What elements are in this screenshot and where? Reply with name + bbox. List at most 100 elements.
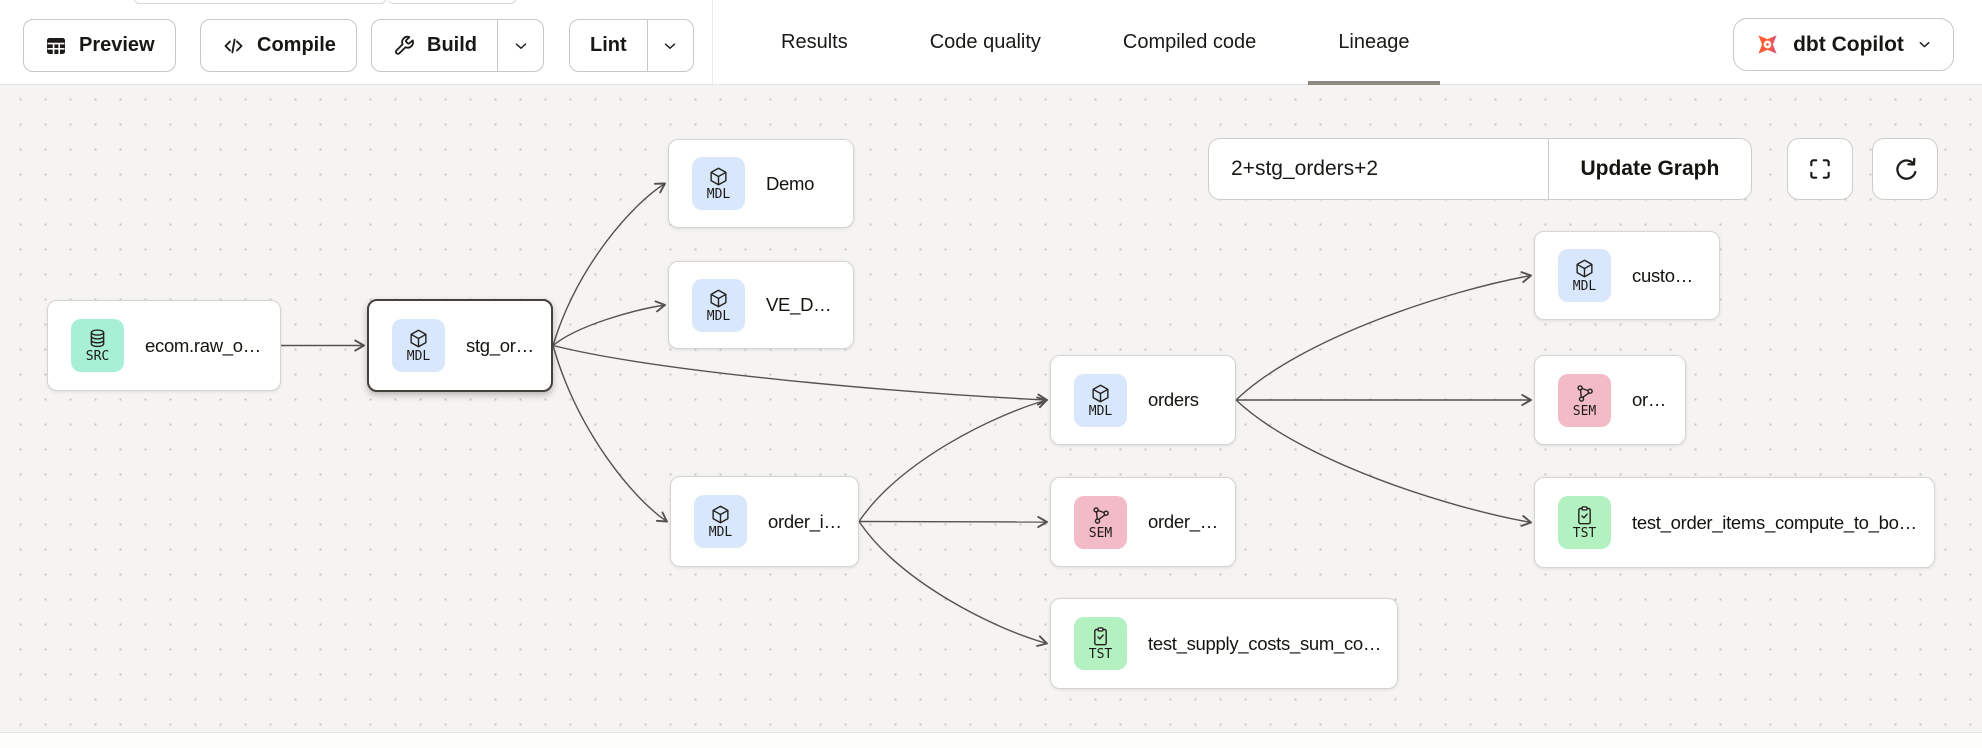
update-graph-button[interactable]: Update Graph	[1548, 139, 1751, 199]
build-dropdown-button[interactable]	[498, 20, 543, 71]
database-icon	[87, 328, 108, 349]
lineage-edges	[281, 182, 1532, 647]
sem-badge: SEM	[1558, 373, 1611, 427]
chevron-down-icon	[512, 37, 530, 55]
table-icon	[44, 34, 68, 58]
lineage-node-stg[interactable]: MDL stg_orders	[367, 299, 553, 392]
node-label: stg_orders	[466, 334, 551, 356]
lineage-node-src[interactable]: SRC ecom.raw_orders	[47, 300, 281, 391]
dbt-copilot-icon	[1754, 31, 1781, 58]
badge-label: TST	[1572, 526, 1597, 541]
lint-button[interactable]: Lint	[569, 19, 694, 72]
dbt-copilot-button[interactable]: dbt Copilot	[1733, 18, 1954, 71]
tst-badge: TST	[1558, 496, 1611, 549]
mdl-badge: MDL	[692, 278, 745, 332]
semantic-model-icon	[1090, 505, 1111, 526]
lineage-node-customers[interactable]: MDL customers	[1534, 231, 1720, 320]
badge-label: SRC	[85, 349, 110, 364]
refresh-button[interactable]	[1872, 138, 1938, 200]
lint-button-label: Lint	[590, 34, 627, 56]
status-strip	[0, 732, 1982, 748]
preview-button[interactable]: Preview	[23, 19, 176, 72]
lineage-node-order_items[interactable]: MDL order_items	[670, 476, 859, 567]
fullscreen-button[interactable]	[1787, 138, 1853, 200]
model-cube-icon	[708, 166, 729, 187]
node-label: order_items	[768, 510, 858, 532]
lineage-node-orders_sem[interactable]: SEM orders	[1534, 355, 1686, 445]
file-tab-remnant	[387, 0, 517, 4]
node-label: order_item	[1148, 511, 1234, 532]
tab-lineage[interactable]: Lineage	[1308, 0, 1440, 85]
node-label: test_supply_costs_sum_correctly	[1148, 632, 1397, 654]
mdl-badge: MDL	[694, 495, 747, 548]
lineage-node-order_item_sem[interactable]: SEM order_item	[1050, 477, 1236, 567]
edge-order_items-order_item_sem	[858, 515, 1048, 528]
sem-badge: SEM	[1074, 495, 1127, 549]
src-badge: SRC	[71, 319, 124, 372]
edge-orders_mdl-test_order_items	[1235, 399, 1532, 527]
badge-label: MDL	[706, 308, 731, 324]
button-divider	[497, 20, 498, 71]
selector-divider	[1547, 139, 1549, 199]
compile-button-label: Compile	[257, 34, 336, 56]
model-cube-icon	[408, 328, 429, 349]
chevron-down-icon	[661, 37, 679, 55]
edge-stg-ve_demo	[552, 300, 666, 347]
build-button[interactable]: Build	[371, 19, 544, 72]
tst-badge: TST	[1074, 617, 1127, 670]
edge-order_items-test_supply	[858, 521, 1048, 647]
mdl-badge: MDL	[692, 157, 745, 210]
code-icon	[221, 34, 246, 58]
node-label: Demo	[766, 172, 815, 194]
lineage-node-ve_demo[interactable]: MDL VE_Demo	[668, 261, 854, 349]
lineage-selector-group: Update Graph	[1208, 138, 1752, 200]
edge-stg-order_items	[552, 345, 668, 523]
lineage-node-test_supply[interactable]: TST test_supply_costs_sum_correctly	[1050, 598, 1398, 689]
mdl-badge: MDL	[392, 319, 445, 372]
result-pane-tabs: Results Code quality Compiled code Linea…	[751, 0, 1440, 85]
edge-stg-demo	[552, 182, 666, 346]
lineage-node-demo[interactable]: MDL Demo	[668, 139, 854, 228]
badge-label: MDL	[706, 187, 731, 202]
badge-label: MDL	[406, 349, 431, 364]
node-label: orders	[1148, 389, 1199, 410]
lineage-selector-input[interactable]	[1209, 139, 1548, 199]
model-cube-icon	[710, 504, 731, 525]
lineage-node-orders_mdl[interactable]: MDL orders	[1050, 355, 1236, 445]
node-label: customers	[1632, 264, 1715, 286]
lint-dropdown-button[interactable]	[648, 20, 693, 71]
model-cube-icon	[1090, 383, 1111, 404]
node-label: ecom.raw_orders	[145, 334, 280, 356]
semantic-model-icon	[1574, 383, 1595, 404]
dbt-copilot-label: dbt Copilot	[1793, 32, 1904, 56]
editor-header: Preview Compile Build	[0, 0, 1982, 85]
node-label: test_order_items_compute_to_bools_c...	[1632, 511, 1934, 533]
edge-stg-orders_mdl	[552, 344, 1048, 406]
badge-label: MDL	[1088, 403, 1113, 419]
badge-label: SEM	[1572, 403, 1597, 419]
lineage-node-test_order_items[interactable]: TST test_order_items_compute_to_bools_c..…	[1534, 477, 1935, 568]
tab-results[interactable]: Results	[751, 0, 878, 85]
badge-label: MDL	[1572, 279, 1597, 294]
node-label: orders	[1632, 389, 1683, 410]
preview-button-label: Preview	[79, 34, 155, 56]
compile-button[interactable]: Compile	[200, 19, 357, 72]
file-tab-remnant	[133, 0, 387, 4]
test-clipboard-icon	[1574, 505, 1595, 526]
pane-divider	[712, 0, 713, 85]
badge-label: MDL	[708, 525, 733, 540]
wrench-icon	[392, 34, 416, 58]
chevron-down-icon	[1916, 36, 1933, 53]
test-clipboard-icon	[1090, 626, 1111, 647]
badge-label: SEM	[1088, 525, 1113, 541]
model-cube-icon	[708, 288, 729, 309]
button-divider	[646, 20, 648, 71]
refresh-icon	[1892, 156, 1919, 183]
tab-code-quality[interactable]: Code quality	[900, 0, 1071, 85]
node-label: VE_Demo	[766, 294, 849, 315]
mdl-badge: MDL	[1074, 373, 1127, 427]
fullscreen-icon	[1807, 156, 1833, 182]
tab-compiled-code[interactable]: Compiled code	[1093, 0, 1286, 85]
